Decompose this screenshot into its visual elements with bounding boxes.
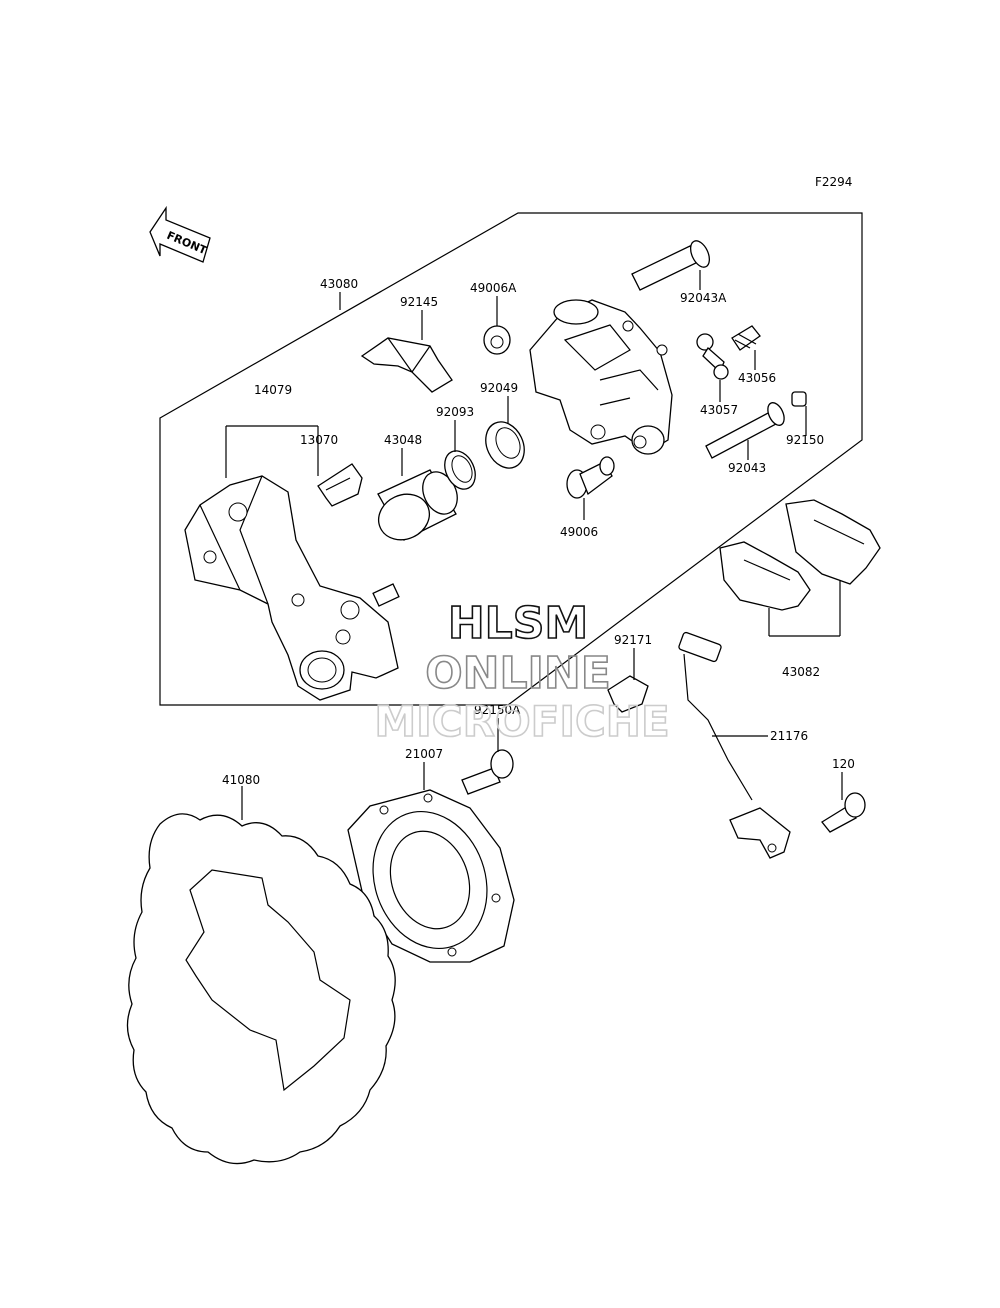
watermark: HLSM ONLINE MICROFICHE [374, 597, 671, 747]
label-120: 120 [832, 757, 855, 771]
clip-92171 [607, 675, 649, 713]
label-43048: 43048 [384, 433, 422, 447]
label-43080: 43080 [320, 277, 358, 291]
label-43056: 43056 [738, 371, 776, 385]
label-43057: 43057 [700, 403, 738, 417]
caliper-body [529, 299, 673, 455]
pin-92043 [705, 402, 785, 459]
label-43082: 43082 [782, 665, 820, 679]
bleeder-43056 [731, 325, 761, 351]
part-labels: 43080 92145 49006A 92043A 43056 43057 14… [222, 277, 855, 787]
label-92043A: 92043A [680, 291, 727, 305]
label-92171: 92171 [614, 633, 652, 647]
watermark-line-2: ONLINE [425, 648, 611, 699]
caliper-bracket [184, 475, 400, 701]
front-arrow-icon: FRONT [149, 205, 211, 263]
cap-92150 [791, 391, 807, 407]
figure-id: F2294 [815, 175, 852, 189]
watermark-line-1: HLSM [448, 598, 588, 649]
label-49006: 49006 [560, 525, 598, 539]
boot-49006 [566, 456, 615, 499]
label-92093: 92093 [436, 405, 474, 419]
seal-92093 [444, 450, 476, 490]
label-92049: 92049 [480, 381, 518, 395]
label-92043: 92043 [728, 461, 766, 475]
label-92150A: 92150A [474, 703, 521, 717]
label-49006A: 49006A [470, 281, 517, 295]
abs-sensor [678, 631, 791, 859]
pad-clip-92145 [360, 337, 453, 393]
dust-seal-92049 [485, 421, 525, 469]
label-13070: 13070 [300, 433, 338, 447]
cap-43057 [696, 333, 729, 380]
brake-disc [126, 813, 396, 1165]
label-21176: 21176 [770, 729, 808, 743]
label-92145: 92145 [400, 295, 438, 309]
label-92150: 92150 [786, 433, 824, 447]
bolt-120 [821, 792, 866, 833]
pin-92043A [631, 240, 711, 291]
sensor-rotor [347, 789, 515, 963]
label-41080: 41080 [222, 773, 260, 787]
brake-pads [719, 499, 881, 611]
leader-lines [225, 270, 843, 820]
boot-49006A [483, 325, 511, 355]
label-21007: 21007 [405, 747, 443, 761]
watermark-line-3: MICROFICHE [374, 697, 669, 746]
bolt-92150A [461, 749, 514, 795]
pad-spring-13070 [317, 463, 363, 507]
label-14079: 14079 [254, 383, 292, 397]
caliper-assembly-outline [159, 212, 863, 706]
piston [377, 469, 458, 541]
